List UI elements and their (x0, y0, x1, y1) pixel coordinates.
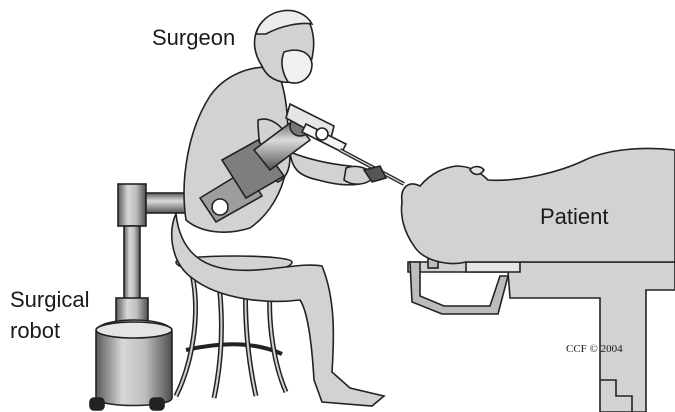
patient-label: Patient (540, 204, 609, 230)
surgical-robot-label-line2: robot (10, 318, 60, 344)
operating-table (408, 262, 675, 412)
surgeon-label: Surgeon (152, 25, 235, 51)
surgical-robot-label-line1: Surgical (10, 287, 89, 313)
patient-figure (402, 148, 675, 263)
copyright-credit: CCF © 2004 (566, 343, 623, 355)
